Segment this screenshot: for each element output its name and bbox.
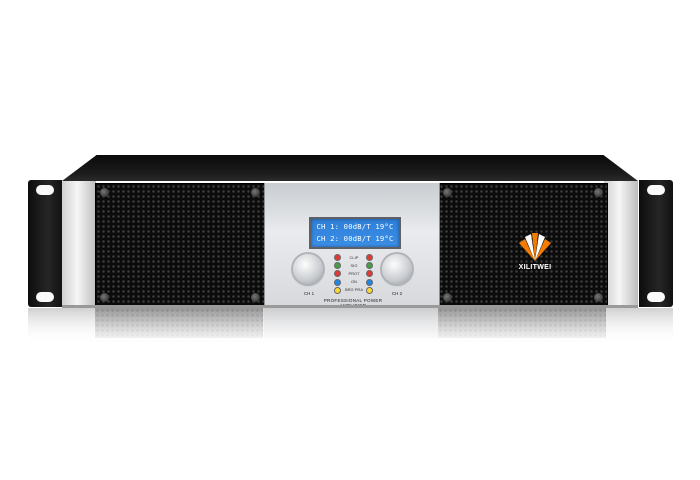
brand-logo: XILITWEI bbox=[513, 229, 557, 275]
led-ch2-on bbox=[366, 278, 373, 286]
led-ch2-prot bbox=[366, 270, 373, 278]
screw-icon bbox=[100, 188, 109, 197]
rack-ear-right bbox=[639, 180, 673, 307]
handle-strip-right bbox=[604, 181, 638, 305]
reflection-panel bbox=[264, 308, 438, 338]
mount-slot bbox=[647, 292, 665, 302]
control-panel: CH 1: 00dB/T 19°C CH 2: 00dB/T 19°C CH 1… bbox=[264, 183, 440, 308]
screw-icon bbox=[594, 188, 603, 197]
ch2-volume-knob[interactable] bbox=[382, 254, 412, 284]
screw-icon bbox=[100, 293, 109, 302]
ch1-volume-knob[interactable] bbox=[293, 254, 323, 284]
lcd-line-2: CH 2: 00dB/T 19°C bbox=[316, 234, 394, 243]
led-ch2-sig bbox=[366, 262, 373, 270]
mount-slot bbox=[647, 185, 665, 195]
led-ch1-brg-pra bbox=[334, 286, 341, 294]
led-ch1-sig bbox=[334, 262, 341, 270]
led-ch1-prot bbox=[334, 270, 341, 278]
screw-icon bbox=[443, 293, 452, 302]
led-ch1-on bbox=[334, 278, 341, 286]
brand-text: XILITWEI bbox=[518, 264, 552, 271]
mount-slot bbox=[36, 185, 54, 195]
lcd-display: CH 1: 00dB/T 19°C CH 2: 00dB/T 19°C bbox=[309, 217, 401, 249]
mount-slot bbox=[36, 292, 54, 302]
reflection-grille-left bbox=[95, 308, 263, 338]
lcd-line-1: CH 1: 00dB/T 19°C bbox=[316, 222, 394, 231]
led-ch1-clip bbox=[334, 254, 341, 261]
screw-icon bbox=[251, 293, 260, 302]
fan-logo-icon bbox=[519, 233, 551, 261]
chassis-bottom-edge bbox=[62, 305, 638, 308]
ch1-knob-label: CH 1 bbox=[303, 291, 315, 296]
led-label: PROT bbox=[348, 270, 360, 276]
screw-icon bbox=[594, 293, 603, 302]
vent-grille-left bbox=[95, 183, 265, 307]
led-label: SIG bbox=[350, 262, 358, 268]
handle-strip-left bbox=[62, 181, 96, 305]
screw-icon bbox=[443, 188, 452, 197]
led-ch2-clip bbox=[366, 254, 373, 261]
led-label: CLIP bbox=[349, 254, 359, 260]
led-label: BRG PRA bbox=[344, 287, 363, 293]
led-label: ON bbox=[351, 279, 357, 285]
led-ch2-brg-pra bbox=[366, 286, 373, 294]
floor-reflection bbox=[28, 308, 673, 344]
vent-grille-right: XILITWEI bbox=[438, 183, 608, 307]
ch2-knob-label: CH 2 bbox=[391, 291, 403, 296]
reflection-grille-right bbox=[438, 308, 606, 338]
screw-icon bbox=[251, 188, 260, 197]
rack-ear-left bbox=[28, 180, 62, 307]
chassis-lid bbox=[62, 155, 638, 181]
